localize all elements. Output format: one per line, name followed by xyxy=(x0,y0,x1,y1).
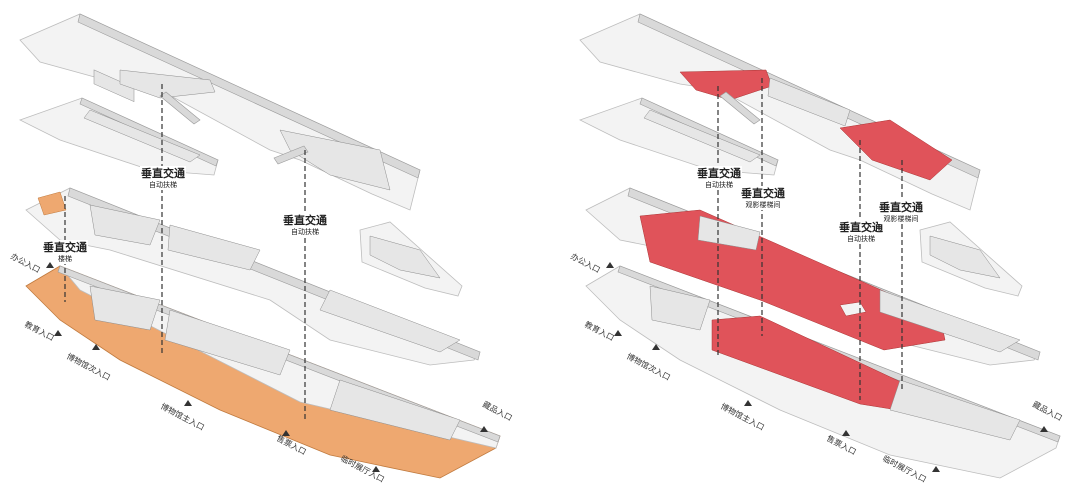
right-label-escalator-1: 垂直交通 自动扶梯 xyxy=(696,166,742,190)
right-red-top-2 xyxy=(839,119,953,181)
svg-text:自动扶梯: 自动扶梯 xyxy=(705,180,733,189)
right-diagram: 垂直交通 自动扶梯 垂直交通 观影楼梯间 垂直交通 自动扶梯 垂直交通 观影楼梯… xyxy=(569,13,1064,484)
entrance-label: 办公入口 xyxy=(569,251,602,275)
left-label-escalator-1: 垂直交通 自动扶梯 xyxy=(140,166,186,190)
entrance-label: 博物馆主入口 xyxy=(159,401,206,432)
svg-text:垂直交通: 垂直交通 xyxy=(43,240,87,254)
svg-text:观影楼梯间: 观影楼梯间 xyxy=(884,214,919,223)
entrance-label: 博物馆次入口 xyxy=(65,351,112,382)
right-label-stairwell-2: 垂直交通 观影楼梯间 xyxy=(878,200,924,224)
entrance-label: 博物馆主入口 xyxy=(719,401,766,432)
svg-text:自动扶梯: 自动扶梯 xyxy=(291,227,319,236)
svg-text:楼梯: 楼梯 xyxy=(58,254,72,263)
svg-text:观影楼梯间: 观影楼梯间 xyxy=(746,200,781,209)
right-red-top-1 xyxy=(679,69,773,101)
entrance-label: 办公入口 xyxy=(9,251,42,275)
left-diagram: 垂直交通 自动扶梯 垂直交通 自动扶梯 垂直交通 楼梯 办公入口 教育入口 博物… xyxy=(9,13,514,484)
left-label-escalator-2: 垂直交通 自动扶梯 xyxy=(282,213,328,237)
entrance-label: 教育入口 xyxy=(23,319,56,343)
svg-text:垂直交通: 垂直交通 xyxy=(141,166,185,180)
entrance-label: 教育入口 xyxy=(583,319,616,343)
right-label-stairwell-1: 垂直交通 观影楼梯间 xyxy=(740,186,786,210)
right-label-escalator-2: 垂直交通 自动扶梯 xyxy=(838,220,884,244)
right-second-floor xyxy=(578,97,779,176)
entrance-label: 藏品入口 xyxy=(1031,399,1064,423)
left-label-stair: 垂直交通 楼梯 xyxy=(42,240,88,264)
svg-text:自动扶梯: 自动扶梯 xyxy=(847,234,875,243)
entrance-label: 藏品入口 xyxy=(481,399,514,423)
svg-text:垂直交通: 垂直交通 xyxy=(741,186,785,200)
svg-text:垂直交通: 垂直交通 xyxy=(283,213,327,227)
svg-text:垂直交通: 垂直交通 xyxy=(879,200,923,214)
svg-text:自动扶梯: 自动扶梯 xyxy=(149,180,177,189)
left-second-floor xyxy=(18,97,219,176)
entrance-label: 博物馆次入口 xyxy=(625,351,672,382)
svg-text:垂直交通: 垂直交通 xyxy=(697,166,741,180)
left-orange-stair-zone xyxy=(37,191,67,216)
svg-text:垂直交通: 垂直交通 xyxy=(839,220,883,234)
